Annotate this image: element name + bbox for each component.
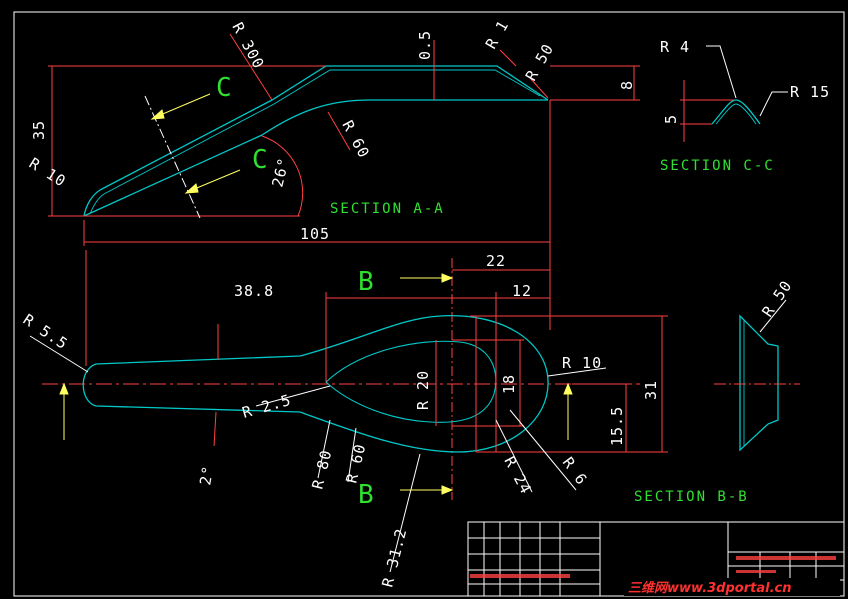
plan-dim-lines bbox=[85, 240, 668, 453]
cut-label-b-top: B bbox=[358, 267, 374, 297]
section-bb-outline bbox=[739, 314, 779, 452]
drawing-frame bbox=[13, 11, 845, 597]
section-cc-title: SECTION C-C bbox=[660, 158, 775, 174]
section-aa-outline-inner bbox=[89, 69, 541, 215]
cut-line-cc bbox=[144, 95, 201, 219]
cut-label-b-bottom: B bbox=[358, 480, 374, 510]
cut-arrows-c bbox=[150, 93, 241, 194]
section-aa-title: SECTION A-A bbox=[330, 201, 445, 217]
section-aa-view: R 300 0.5 R 1 R 50 8 35 R 10 R 60 26° 10… bbox=[26, 17, 640, 246]
dim-r50-aa: R 50 bbox=[522, 40, 558, 84]
dim-22: 22 bbox=[486, 252, 506, 270]
dim-r31-2: R 31.2 bbox=[378, 526, 410, 589]
section-aa-outline-bottom bbox=[83, 99, 548, 217]
plan-bowl-inner bbox=[325, 340, 497, 423]
cut-arrows-b bbox=[59, 273, 573, 495]
section-cc-outline bbox=[711, 99, 761, 125]
plan-outline bbox=[82, 314, 549, 453]
dim-r24: R 24 bbox=[500, 453, 535, 497]
dim-r5-5: R 5.5 bbox=[20, 310, 72, 353]
dim-0-5: 0.5 bbox=[416, 30, 434, 60]
dim-r2-5: R 2.5 bbox=[240, 391, 293, 422]
watermark: 三维网www.3dportal.cn bbox=[628, 580, 791, 596]
dim-r80: R 80 bbox=[308, 448, 335, 491]
dim-35: 35 bbox=[30, 120, 48, 140]
dim-r10-aa: R 10 bbox=[26, 154, 70, 191]
dim-12: 12 bbox=[512, 282, 532, 300]
dim-2-deg: 2° bbox=[196, 464, 217, 487]
dim-38-8: 38.8 bbox=[234, 282, 274, 300]
dim-8: 8 bbox=[618, 80, 636, 90]
section-aa-dim-lines bbox=[48, 33, 640, 246]
dim-r4: R 4 bbox=[660, 38, 690, 56]
dim-18: 18 bbox=[500, 374, 518, 394]
cut-label-c-top: C bbox=[216, 73, 232, 103]
section-aa-outline-top bbox=[83, 65, 549, 217]
section-cc-view: R 4 R 15 5 SECTION C-C bbox=[660, 38, 830, 174]
dim-105: 105 bbox=[300, 225, 330, 243]
section-bb-title: SECTION B-B bbox=[634, 489, 749, 505]
dim-r20: R 20 bbox=[414, 370, 432, 410]
dim-r15: R 15 bbox=[790, 83, 830, 101]
dim-r300: R 300 bbox=[228, 19, 267, 72]
dim-15-5: 15.5 bbox=[608, 406, 626, 446]
dim-r60-plan: R 60 bbox=[342, 442, 369, 485]
dim-r50-bb: R 50 bbox=[758, 277, 795, 320]
title-block-marks bbox=[470, 556, 836, 578]
dim-r1: R 1 bbox=[482, 17, 513, 52]
cut-label-c-bottom: C bbox=[252, 145, 268, 175]
plan-view: B B 22 38.8 12 R 5.5 R 20 18 R 10 31 15.… bbox=[20, 240, 668, 589]
dim-r6: R 6 bbox=[559, 454, 591, 489]
dim-31: 31 bbox=[642, 380, 660, 400]
dim-26-deg: 26° bbox=[268, 155, 293, 189]
dim-5: 5 bbox=[662, 114, 680, 124]
dim-r10-plan: R 10 bbox=[562, 354, 602, 372]
